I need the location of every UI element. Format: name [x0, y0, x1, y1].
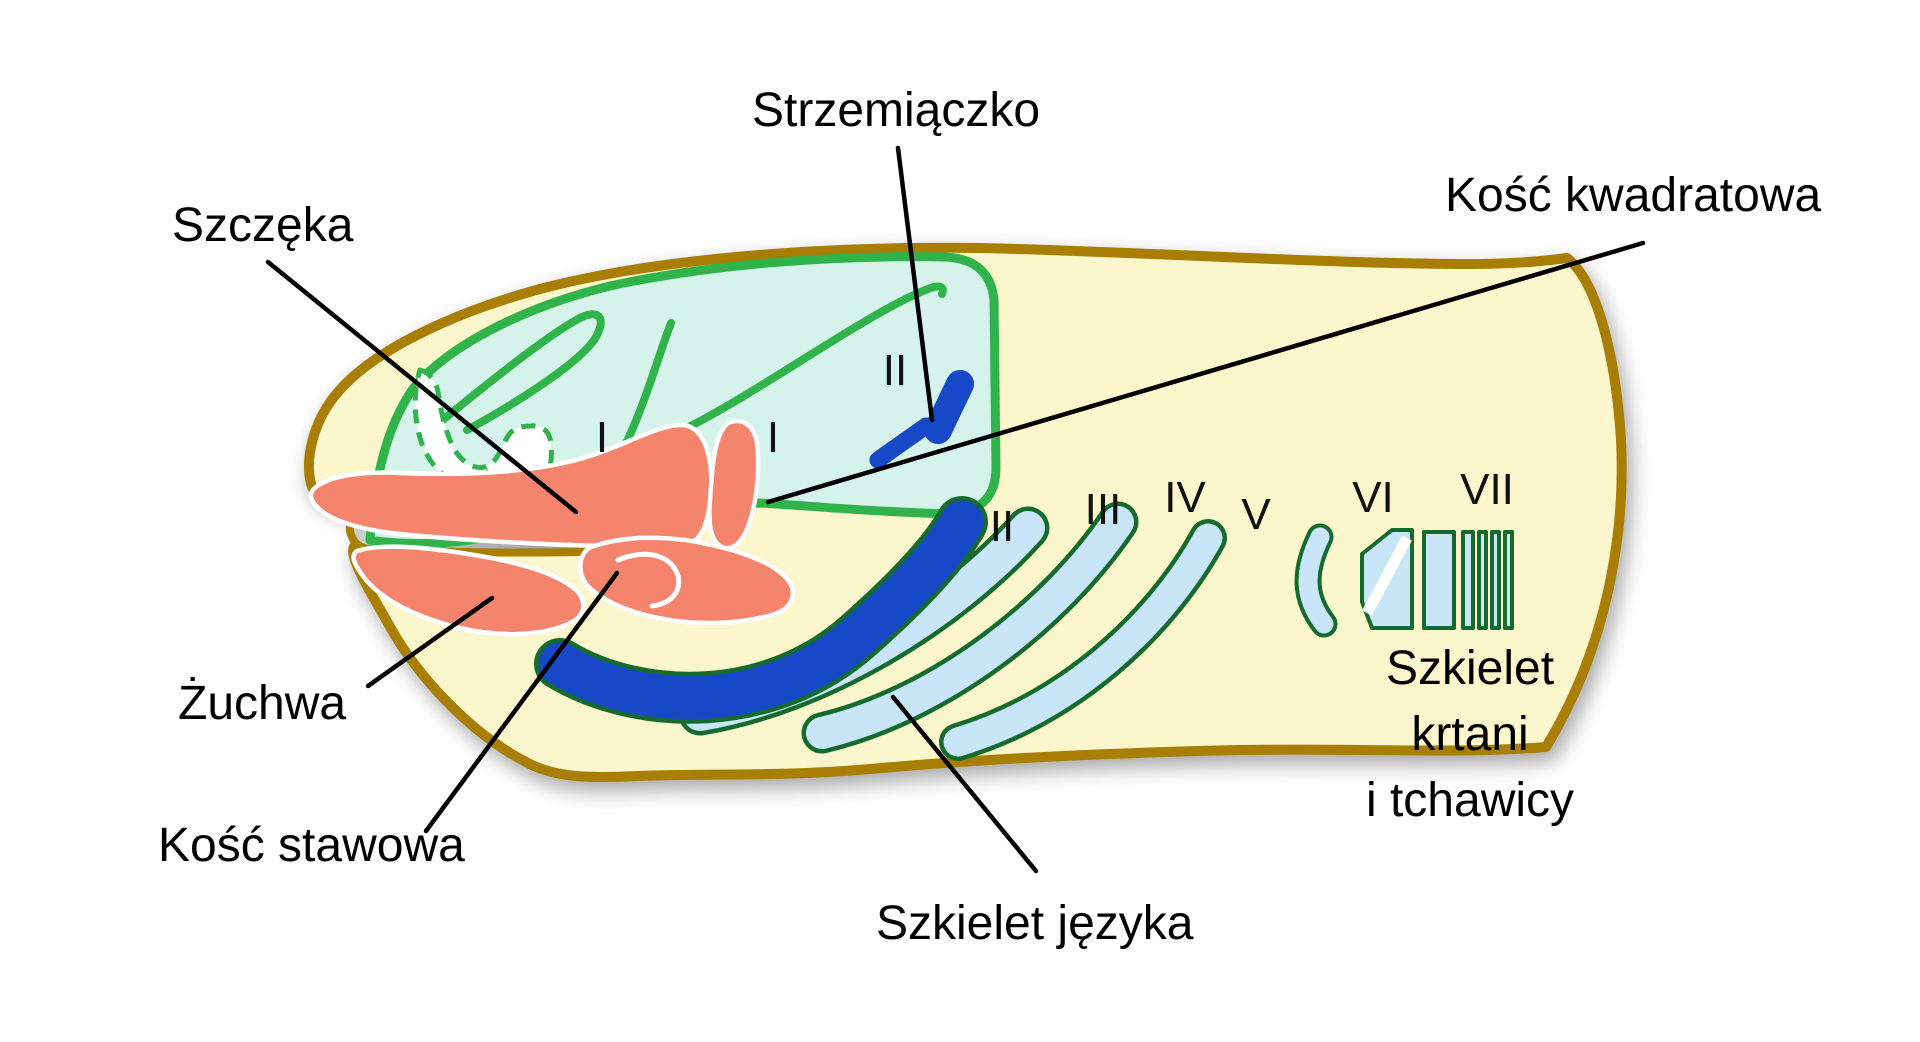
larynx-crescent [1294, 523, 1338, 638]
leader-zuchwa [365, 595, 495, 689]
articular-bone [578, 535, 796, 626]
numeral-arch7: VII [1460, 465, 1514, 514]
label-zuchwa: Żuchwa [178, 677, 347, 730]
hyoid-arch-ii-cartilage [534, 496, 988, 724]
label-szkielet-krtani: Szkielet krtani i tchawicy [1350, 636, 1590, 835]
trachea-ring [1422, 530, 1456, 630]
articular-inner-line [615, 551, 682, 609]
label-szkielet-krtani-line2: i tchawicy [1365, 774, 1575, 828]
numeral-arch1-right: I [766, 413, 780, 462]
leader-szkielet-jezyka [890, 694, 1039, 874]
numeral-arch1-left: I [595, 413, 609, 462]
label-kosc-stawowa: Kość stawowa [158, 819, 465, 872]
larynx-cartilage-stripe [1362, 535, 1412, 616]
lower-jaw-bone [351, 544, 586, 637]
trachea-ring [1490, 530, 1501, 630]
numeral-arch4: IV [1164, 473, 1206, 522]
leader-szczeka [265, 259, 579, 515]
label-szczeka: Szczęka [172, 199, 354, 252]
cranium-line-back [679, 282, 947, 434]
leader-kosc-kwadratowa [765, 240, 1646, 505]
numeral-arch6: VI [1352, 473, 1394, 522]
arch-v-cartilage [939, 519, 1227, 761]
trachea-ring [1503, 530, 1514, 630]
label-kosc-kwadratowa: Kość kwadratowa [1445, 169, 1822, 222]
label-szkielet-krtani-line1: Szkielet krtani [1385, 642, 1555, 762]
quadrate-bone [707, 418, 761, 551]
label-strzemiaczko: Strzemiączko [752, 84, 1041, 137]
trachea-ring [1477, 530, 1488, 630]
leader-strzemiaczko [895, 145, 935, 423]
numeral-arch3: III [1084, 485, 1122, 534]
numeral-arch2: II [989, 502, 1015, 551]
trachea-ring [1461, 530, 1475, 630]
leader-kosc-stawowa [423, 570, 620, 834]
numeral-arch5: V [1241, 490, 1271, 539]
label-szkielet-jezyka: Szkielet języka [876, 897, 1194, 950]
nasal-capsule-loop [424, 310, 605, 436]
stapes-bone [869, 370, 974, 469]
numeral-arch2-stapes: II [882, 346, 908, 395]
arch-iv-cartilage [801, 501, 1139, 754]
